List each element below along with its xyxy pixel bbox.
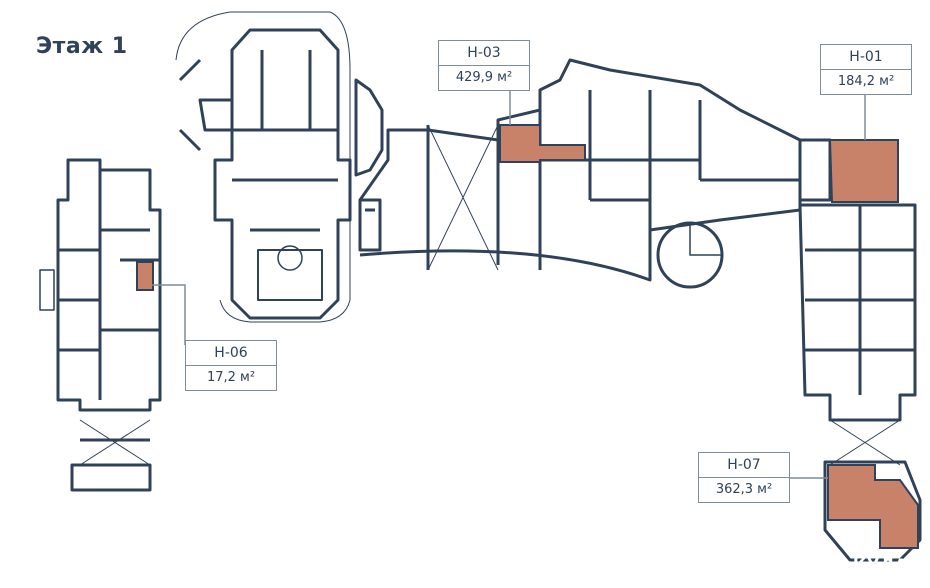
watermark-logo: КУЛА [852, 555, 908, 574]
unit-h07-area[interactable] [827, 464, 919, 549]
leader-h06 [152, 284, 186, 345]
callout-h07[interactable]: Н-07 362,3 м² [698, 452, 790, 503]
building-left [39, 158, 162, 492]
unit-area: 362,3 м² [715, 482, 773, 497]
unit-area: 429,9 м² [455, 70, 513, 85]
building-tower [175, 11, 352, 323]
unit-code: Н-07 [699, 453, 789, 478]
unit-area: 184,2 м² [837, 74, 895, 89]
building-right-wing [798, 203, 922, 562]
unit-code: Н-03 [439, 41, 529, 66]
building-pavilion [354, 78, 384, 252]
unit-h03-area[interactable] [499, 124, 586, 163]
building-main [358, 58, 832, 289]
callout-h06[interactable]: Н-06 17,2 м² [185, 340, 277, 391]
callout-h01[interactable]: Н-01 184,2 м² [820, 44, 912, 95]
floor-title: Этаж 1 [36, 34, 128, 59]
unit-area: 17,2 м² [206, 370, 256, 385]
unit-code: Н-06 [186, 341, 276, 366]
callout-h03[interactable]: Н-03 429,9 м² [438, 40, 530, 91]
unit-h06-area[interactable] [136, 261, 154, 291]
unit-h01-area[interactable] [828, 139, 899, 203]
unit-code: Н-01 [821, 45, 911, 70]
